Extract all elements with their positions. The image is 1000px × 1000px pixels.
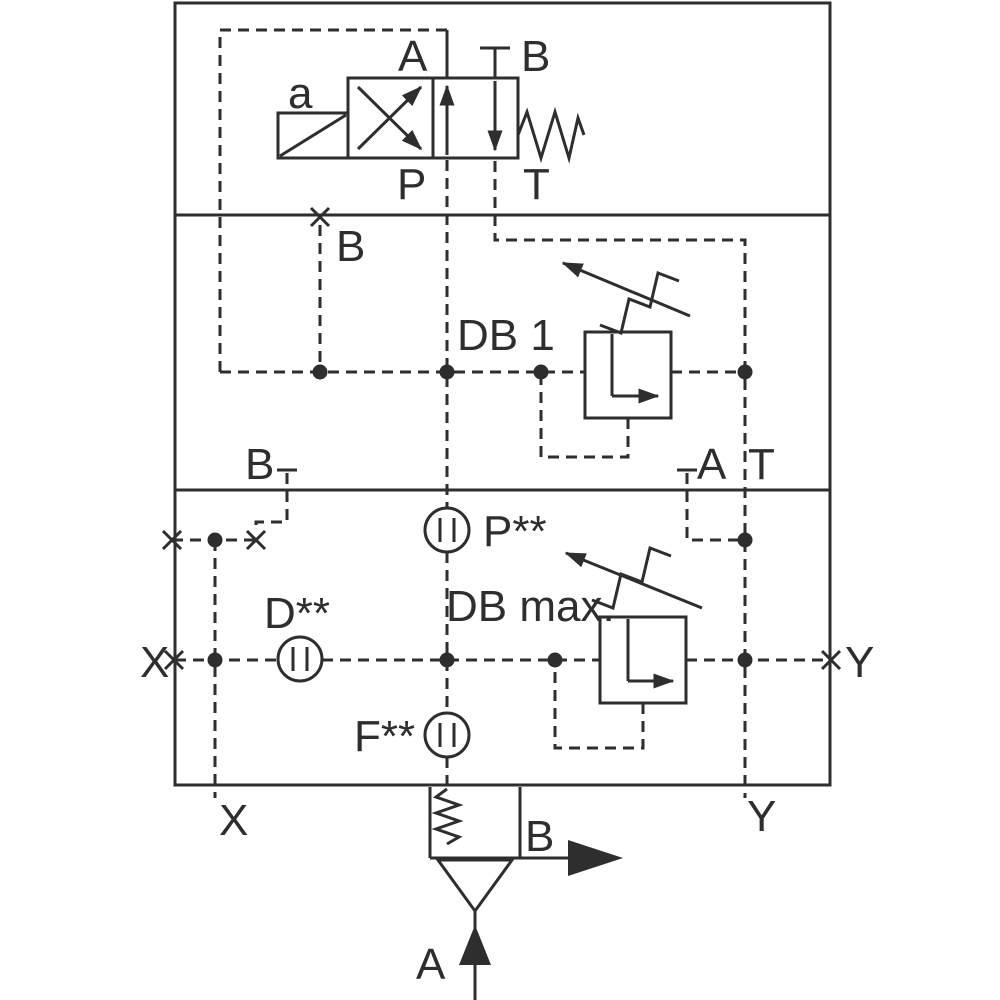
a-mid-bracket <box>685 473 745 542</box>
inlet-a-label: A <box>416 940 446 989</box>
right-port-y-label: Y <box>845 638 874 687</box>
junction-dot <box>207 652 223 668</box>
valve-port-t-label: T <box>523 160 550 209</box>
mid-port-t-label: T <box>748 440 775 489</box>
orifice-f-label: F** <box>354 712 415 761</box>
junction-dot <box>737 532 753 548</box>
plate-border <box>173 1 832 787</box>
orifice-d-icon <box>276 635 324 683</box>
dbmax-adjust-arrow <box>564 551 703 610</box>
bottom-port-x-label: X <box>219 796 248 845</box>
relief-valve-dbmax <box>564 545 703 705</box>
check-valve-spring-icon <box>431 787 464 846</box>
t-drain-line <box>493 161 747 798</box>
junction-dot <box>737 364 753 380</box>
plug-marks <box>161 206 842 671</box>
relief-valve-db1 <box>561 261 691 420</box>
left-port-x-label: X <box>140 638 169 687</box>
valve-port-a-label: A <box>398 32 428 81</box>
orifice-p-icon <box>423 506 471 554</box>
flow-arrow-a-icon <box>459 925 491 965</box>
port-b-plug-icon <box>480 46 510 78</box>
valve-port-b-label: B <box>521 32 550 81</box>
orifice-p-label: P** <box>483 507 547 556</box>
orifice-f-icon <box>423 711 471 759</box>
mid-port-b-label: B <box>245 440 274 489</box>
junction-dot <box>439 652 455 668</box>
outlet-b-label: B <box>525 812 554 861</box>
plug-cross-icon <box>245 529 267 551</box>
check-valve-icon <box>428 787 568 1000</box>
poppet-triangle <box>435 858 515 914</box>
junction-dot <box>533 364 549 380</box>
plug-cross-icon <box>309 206 331 228</box>
junctions-and-arrows <box>207 364 753 965</box>
pilot-lines <box>172 28 830 798</box>
orifices <box>276 506 471 759</box>
db1-adjust-arrow <box>561 261 691 318</box>
b-mid-bracket <box>254 473 289 532</box>
db1-spring-icon <box>599 270 680 336</box>
pilot-line-from-a <box>218 28 447 372</box>
bottom-port-y-label: Y <box>747 792 776 841</box>
db1-drain-loop <box>539 377 630 459</box>
junction-dot <box>737 652 753 668</box>
relief-dbmax-label: DB max. <box>446 582 615 631</box>
labels: a A B P T B DB 1 B A T P** DB max. D** X… <box>140 32 874 989</box>
plug-cross-icon <box>161 529 183 551</box>
mid-port-a-label: A <box>697 440 727 489</box>
directional-valve <box>276 30 586 164</box>
junction-dot <box>207 532 223 548</box>
solenoid-label: a <box>288 69 313 118</box>
valve-spring-icon <box>516 106 586 164</box>
relief-db1-label: DB 1 <box>457 311 555 360</box>
crossed-arrow-2 <box>356 85 423 151</box>
dbmax-drain-loop <box>553 665 645 750</box>
plug-cross-icon <box>820 649 842 671</box>
valve-port-p-label: P <box>397 160 426 209</box>
flow-arrow-b-icon <box>568 840 623 876</box>
junction-dot <box>547 652 563 668</box>
plugged-port-b-label: B <box>336 222 365 271</box>
orifice-d-label: D** <box>264 589 330 638</box>
junction-dot <box>312 364 328 380</box>
junction-dot <box>439 364 455 380</box>
solenoid-icon <box>276 111 350 160</box>
plug-cross-icon <box>163 649 185 671</box>
